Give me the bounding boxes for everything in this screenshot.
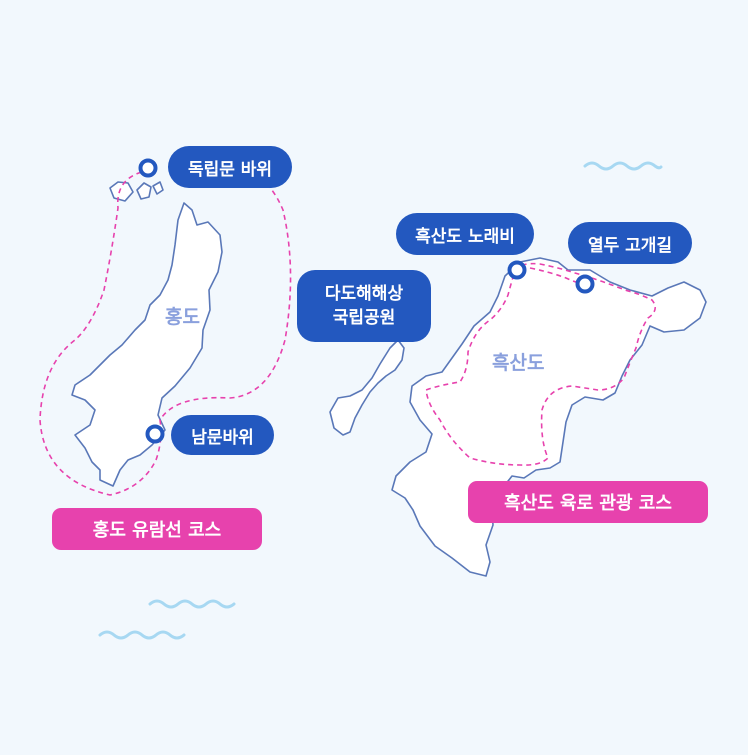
heuksando-land-course-label[interactable]: 흑산도 육로 관광 코스 (468, 481, 708, 523)
national-park-label[interactable]: 다도해해상 국립공원 (297, 270, 431, 342)
yeoldu-marker-icon[interactable] (575, 274, 595, 294)
hongdo-islet (109, 181, 134, 202)
dongnipmun-label[interactable]: 독립문 바위 (168, 146, 292, 188)
hongdo-cruise-course-label[interactable]: 홍도 유람선 코스 (52, 508, 262, 550)
heuksando-land-route (425, 262, 656, 466)
heuksando-land-route-inner (529, 267, 585, 286)
national-park-label-line2: 국립공원 (332, 308, 396, 328)
yeoldu-label[interactable]: 열두 고개길 (568, 222, 692, 264)
small-island (329, 339, 405, 436)
dongnipmun-marker-icon[interactable] (138, 158, 158, 178)
norae-marker-icon[interactable] (507, 260, 527, 280)
wave-decoration (583, 161, 663, 171)
national-park-label-line1: 다도해해상 (324, 284, 404, 304)
hongdo-label: 홍도 (165, 306, 200, 328)
hongdo-cruise-route (39, 162, 292, 496)
heuksando-label: 흑산도 (492, 352, 545, 374)
hongdo-islet (136, 182, 152, 200)
hongdo-island (71, 202, 223, 487)
nammun-marker-icon[interactable] (145, 424, 165, 444)
nammun-label[interactable]: 남문바위 (171, 415, 274, 455)
hongdo-islet (152, 181, 164, 195)
wave-decoration (148, 599, 236, 609)
heuksando-island (391, 257, 707, 577)
norae-label[interactable]: 흑산도 노래비 (396, 213, 534, 255)
wave-decoration (98, 630, 186, 640)
